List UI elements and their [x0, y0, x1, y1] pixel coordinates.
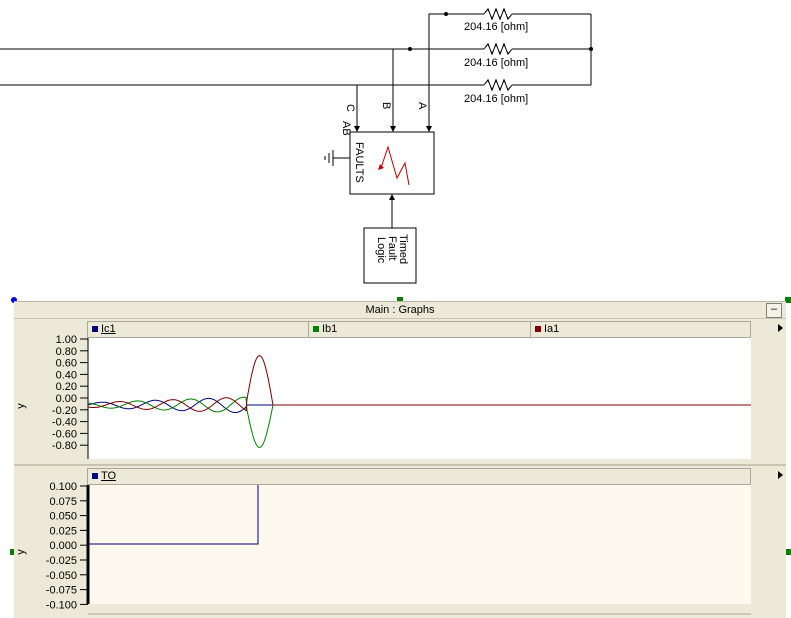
trace-ib1	[87, 396, 751, 448]
selection-handle-topleft[interactable]	[11, 297, 17, 303]
timed-fault-logic-block[interactable]	[363, 227, 417, 284]
selection-handle-top[interactable]	[397, 297, 403, 303]
legend-item-ia1[interactable]: Ia1	[530, 322, 559, 337]
plot2-expand-arrow-icon[interactable]	[778, 471, 783, 479]
trace-ia1	[87, 355, 751, 412]
schematic-canvas	[0, 7, 593, 284]
plot2-ytick-label: -0.100	[46, 599, 77, 611]
wire-label-c: C	[344, 104, 356, 112]
legend-label-ic1: Ic1	[101, 323, 116, 335]
plot1-ytick-label: -0.80	[52, 440, 77, 452]
legend-label-to: TO	[101, 470, 117, 482]
selection-handle-left[interactable]	[10, 549, 16, 555]
resistor-label-2: 204.16 [ohm]	[464, 57, 529, 69]
plot2-ytick-label: 0.000	[49, 540, 77, 552]
wire-b	[392, 48, 410, 130]
fault-port-label: AB	[340, 121, 352, 136]
logic-label-line1: Timed	[397, 234, 409, 265]
legend-swatch-ic1	[92, 326, 98, 333]
wire-label-a: A	[416, 102, 428, 110]
plot1-ytick-label: -0.40	[52, 417, 77, 429]
logic-label-line2: Fault	[386, 236, 398, 261]
plot1-area[interactable]	[88, 338, 751, 459]
legend-swatch-to	[92, 473, 98, 480]
logic-label-line3: Logic	[375, 237, 387, 264]
plot2-ytick-label: -0.050	[46, 570, 77, 582]
plot1-ytick-label: 1.00	[56, 334, 77, 346]
plot1-ytick-label: 0.40	[56, 369, 77, 381]
legend-item-to[interactable]: TO	[88, 469, 116, 484]
plot1-ylabel: y	[14, 403, 27, 409]
selection-handle-topright[interactable]	[785, 297, 791, 303]
legend-item-ic1[interactable]: Ic1	[88, 322, 116, 337]
plot1-ytick-label: 0.00	[56, 393, 77, 405]
plot1-expand-arrow-icon[interactable]	[778, 324, 783, 332]
plot1-legend-bar: Ic1 Ib1 Ia1	[87, 321, 751, 338]
graph-titlebar[interactable]: Main : Graphs –	[14, 302, 786, 319]
plot1-ytick-label: 0.20	[56, 381, 77, 393]
plot1-ytick-label: 0.60	[56, 358, 77, 370]
graph-plots-svg: 1.000.800.600.400.200.00-0.20-0.40-0.60-…	[14, 334, 786, 615]
legend-swatch-ia1	[535, 326, 541, 333]
plot2-ytick-label: 0.025	[49, 525, 77, 537]
plot1-ytick-label: -0.60	[52, 428, 77, 440]
plot2-ytick-label: -0.025	[46, 555, 77, 567]
plot1-ytick-label: 0.80	[56, 346, 77, 358]
fault-block[interactable]	[349, 131, 435, 195]
selection-handle-right[interactable]	[785, 549, 791, 555]
plot2-ytick-label: -0.075	[46, 585, 77, 597]
graph-title: Main : Graphs	[365, 304, 435, 316]
plot2-ytick-label: 0.050	[49, 511, 77, 523]
fault-block-label: FAULTS	[353, 142, 365, 183]
fault-bolt-icon	[380, 145, 410, 186]
resistor-label-3: 204.16 [ohm]	[464, 93, 529, 105]
legend-item-ib1[interactable]: Ib1	[308, 322, 337, 337]
legend-label-ib1: Ib1	[322, 323, 338, 335]
trace-to	[88, 485, 259, 545]
plot2-legend-bar: TO	[87, 468, 751, 485]
wire-a	[428, 13, 446, 130]
wire-label-b: B	[380, 102, 392, 110]
plot2-ylabel: y	[14, 549, 27, 555]
plot2-ytick-label: 0.100	[49, 481, 77, 493]
plot2-ytick-label: 0.075	[49, 496, 77, 508]
minimize-button[interactable]: –	[766, 303, 782, 318]
legend-label-ia1: Ia1	[544, 323, 560, 335]
legend-swatch-ib1	[313, 326, 319, 333]
junction-dot	[589, 47, 593, 51]
resistor-label-1: 204.16 [ohm]	[464, 21, 529, 33]
plot1-ytick-label: -0.20	[52, 405, 77, 417]
